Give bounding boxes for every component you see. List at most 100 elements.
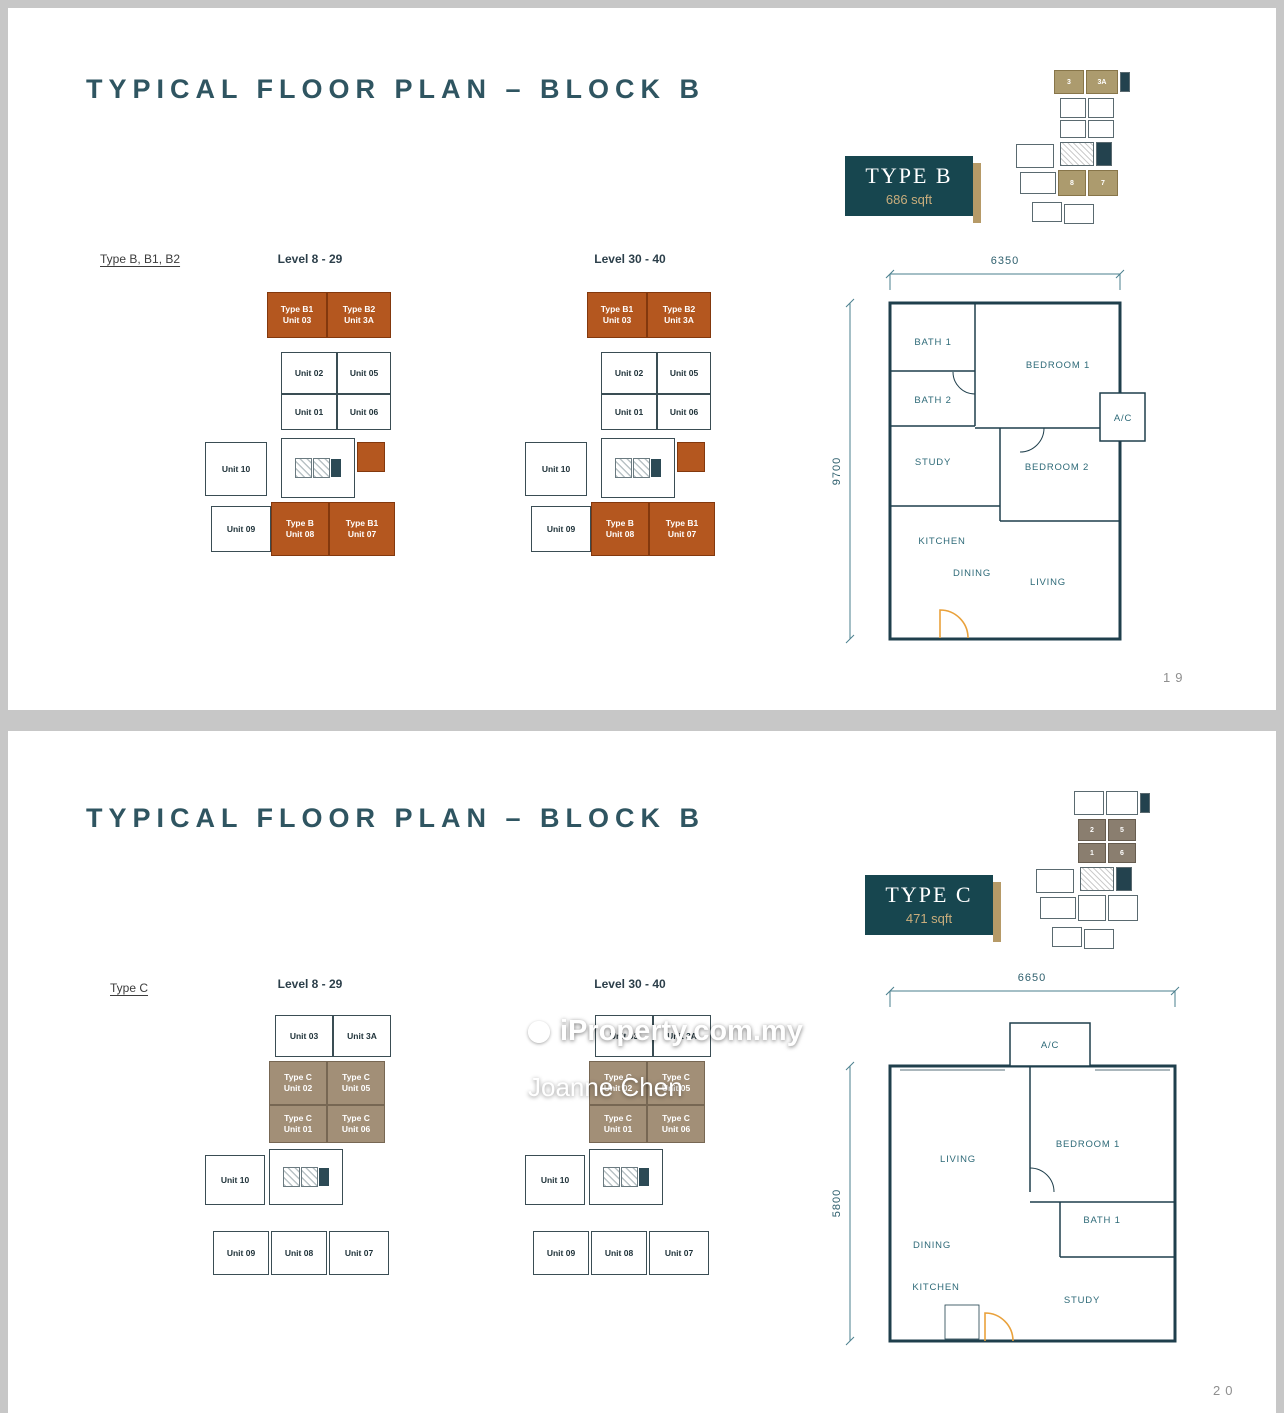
key-unit: [1106, 791, 1138, 815]
key-unit: [1060, 98, 1086, 118]
unit-cell-09: Unit 09: [211, 506, 271, 552]
ac-ledge: [1009, 1022, 1091, 1067]
unit-number-label: Unit 02: [283, 1083, 313, 1093]
unit-type-label: Type B1: [280, 304, 314, 315]
unit-type-label: Type B: [286, 518, 314, 529]
lift-shaft: [603, 1167, 620, 1187]
unit-cell-09: Unit 09: [533, 1231, 589, 1275]
key-stair: [1096, 142, 1112, 166]
series-label: Type C: [110, 981, 149, 995]
unit-number-label: Unit 07: [664, 1247, 694, 1258]
unit-number-label: Unit 08: [604, 1247, 634, 1258]
unit-number-label: Unit 10: [541, 463, 571, 474]
unit-cell-10: Unit 10: [205, 442, 267, 496]
unit-cell-07: Unit 07: [329, 1231, 389, 1275]
unit-type-label: Type B: [606, 518, 634, 529]
outer-wall: [888, 301, 1122, 641]
unit-number-label: Unit 05: [669, 367, 699, 378]
unit-cell-10: Unit 10: [205, 1155, 265, 1205]
key-unit-5: 5: [1108, 819, 1136, 841]
unit-number-label: Unit 05: [661, 1083, 691, 1093]
unit-type-label: Type B2: [662, 304, 696, 315]
unit-type-label: Type C: [284, 1072, 312, 1083]
lift-core: [589, 1149, 663, 1205]
key-unit: [1016, 144, 1054, 168]
key-unit: [1084, 929, 1114, 949]
room-label-dining: DINING: [953, 568, 991, 579]
lift-shaft: [615, 458, 632, 478]
inner-walls: [900, 1066, 1175, 1340]
key-plan: 2 5 1 6: [1028, 783, 1178, 963]
dimension-width: 6350: [885, 255, 1125, 290]
key-unit: [1020, 172, 1056, 194]
room-label-dining: DINING: [913, 1240, 951, 1251]
unit-number-label: Unit 03: [609, 1030, 639, 1041]
unit-cell-08: Unit 08: [591, 1231, 647, 1275]
unit-number-label: Unit 10: [220, 1174, 250, 1185]
unit-number-label: Unit 07: [667, 529, 697, 539]
unit-cell-07: Unit 07: [649, 1231, 709, 1275]
unit-number-label: Unit 02: [614, 367, 644, 378]
inner-walls: [890, 303, 1120, 522]
key-unit: [1088, 120, 1114, 138]
unit-cell-01: Unit 01: [601, 394, 657, 430]
key-unit: [1074, 791, 1104, 815]
unit-type-label: Type C: [342, 1072, 370, 1083]
type-badge-area: 686 sqft: [885, 192, 933, 207]
unit-number-label: Unit 3A: [667, 1030, 697, 1041]
room-label-kitchen: KITCHEN: [912, 1282, 959, 1293]
watermark-agent: Joanne Chen: [528, 1072, 683, 1102]
room-label-kitchen: KITCHEN: [918, 536, 965, 547]
unit-number-label: Unit 01: [283, 1124, 313, 1134]
unit-type-label: Type B1: [600, 304, 634, 315]
unit-type-label: Type B1: [345, 518, 379, 529]
room-label-study: STUDY: [1064, 1295, 1100, 1306]
room-label-bath2: BATH 2: [914, 395, 951, 406]
unit-type-label: Type B1: [665, 518, 699, 529]
unit-number-label: Unit 06: [669, 406, 699, 417]
unit-number-label: Unit 02: [294, 367, 324, 378]
unit-number-label: Unit 3A: [664, 315, 694, 325]
type-badge-label: TYPE C: [885, 882, 973, 907]
room-label-living: LIVING: [1030, 577, 1066, 588]
key-core-dark: [1140, 793, 1150, 813]
level-label: Level 8 - 29: [277, 977, 343, 991]
outer-wall: [888, 1064, 1177, 1343]
watermark-brand-row: iProperty.com.my: [528, 1015, 803, 1048]
key-unit: [1078, 895, 1106, 921]
unit-number-label: Unit 09: [546, 1247, 576, 1258]
room-label-bath1: BATH 1: [1083, 1215, 1120, 1226]
unit-number-label: Unit 10: [540, 1174, 570, 1185]
unit-number-label: Unit 06: [341, 1124, 371, 1134]
lift-shaft: [313, 458, 330, 478]
unit-number-label: Unit 08: [285, 529, 315, 539]
room-label-study: STUDY: [915, 457, 951, 468]
key-unit-2: 2: [1078, 819, 1106, 841]
entry-door-arc: [939, 609, 969, 639]
unit-number-label: Unit 03: [602, 315, 632, 325]
lift-shaft: [295, 458, 312, 478]
unit-cell-3a: Unit 3A: [653, 1015, 711, 1057]
watermark-brand: iProperty.com.my: [560, 1015, 803, 1047]
key-plan: 3 3A 8 7: [1008, 56, 1158, 236]
unit-number-label: Unit 03: [289, 1030, 319, 1041]
stairs: [651, 459, 661, 477]
room-label-ac: A/C: [1041, 1040, 1059, 1051]
room-label-living: LIVING: [940, 1154, 976, 1165]
ac-ledge: [1099, 392, 1146, 442]
